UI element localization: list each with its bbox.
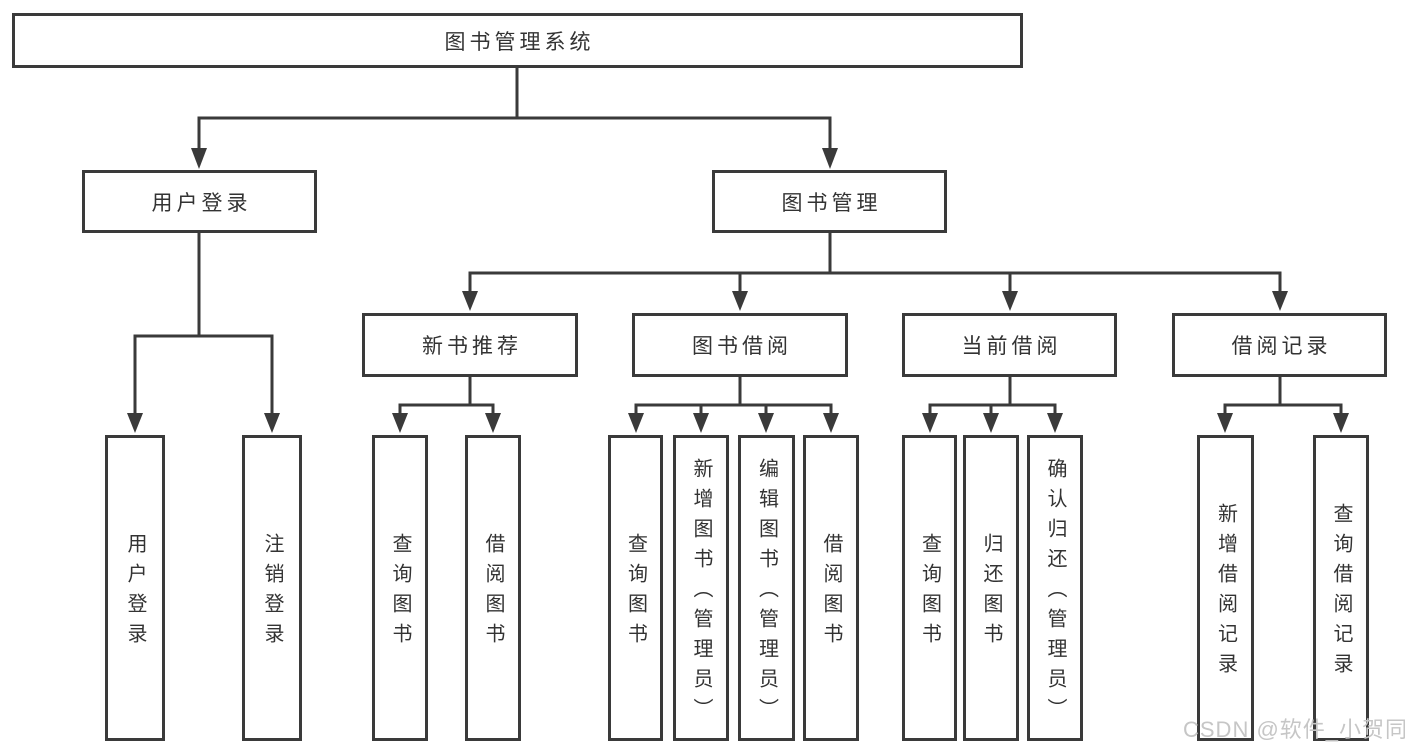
- node-book-borrowing: 图书借阅: [632, 313, 848, 377]
- node-current-borrowing: 当前借阅: [902, 313, 1117, 377]
- node-book-borrowing-label: 图书借阅: [692, 335, 792, 358]
- leaf-user-login: 用户登录: [105, 435, 165, 741]
- leaf-current-query-books-label: 查询图书: [918, 533, 941, 653]
- node-current-borrowing-label: 当前借阅: [961, 335, 1062, 358]
- leaf-records-add-record: 新增借阅记录: [1197, 435, 1254, 741]
- leaf-borrow-borrow-books-label: 借阅图书: [820, 533, 842, 653]
- leaf-borrow-add-books-admin: 新增图书（管理员）: [673, 435, 729, 741]
- leaf-borrow-borrow-books: 借阅图书: [803, 435, 859, 741]
- node-user-login: 用户登录: [82, 170, 317, 233]
- leaf-current-return-books-label: 归还图书: [980, 533, 1002, 653]
- node-borrowing-records: 借阅记录: [1172, 313, 1387, 377]
- node-library-system: 图书管理系统: [12, 13, 1023, 68]
- node-borrowing-records-label: 借阅记录: [1231, 335, 1332, 358]
- leaf-current-return-books: 归还图书: [963, 435, 1019, 741]
- leaf-newbook-query-books-label: 查询图书: [389, 533, 411, 653]
- leaf-records-add-record-label: 新增借阅记录: [1214, 503, 1237, 683]
- leaf-records-query-record: 查询借阅记录: [1313, 435, 1369, 741]
- leaf-borrow-add-books-admin-label: 新增图书（管理员）: [690, 458, 712, 728]
- leaf-newbook-borrow-books-label: 借阅图书: [482, 533, 504, 653]
- leaf-borrow-edit-books-admin: 编辑图书（管理员）: [738, 435, 795, 741]
- tree-edges: [133, 68, 1343, 415]
- leaf-logout: 注销登录: [242, 435, 302, 741]
- node-new-book-recommend: 新书推荐: [362, 313, 578, 377]
- leaf-newbook-query-books: 查询图书: [372, 435, 428, 741]
- watermark: CSDN @软件_小贺同学: [1183, 717, 1405, 742]
- node-user-login-label: 用户登录: [151, 191, 252, 215]
- leaf-borrow-edit-books-admin-label: 编辑图书（管理员）: [755, 458, 778, 728]
- node-book-management: 图书管理: [712, 170, 947, 233]
- node-new-book-recommend-label: 新书推荐: [422, 335, 522, 358]
- arrowheads: [127, 148, 1349, 433]
- node-book-management-label: 图书管理: [781, 191, 882, 215]
- leaf-current-confirm-return-admin-label: 确认归还（管理员）: [1044, 458, 1066, 728]
- leaf-borrow-query-books: 查询图书: [608, 435, 663, 741]
- leaf-logout-label: 注销登录: [261, 533, 283, 653]
- leaf-newbook-borrow-books: 借阅图书: [465, 435, 521, 741]
- leaf-current-query-books: 查询图书: [902, 435, 957, 741]
- leaf-user-login-label: 用户登录: [124, 533, 146, 653]
- node-library-system-label: 图书管理系统: [444, 30, 595, 54]
- leaf-borrow-query-books-label: 查询图书: [624, 533, 647, 653]
- leaf-records-query-record-label: 查询借阅记录: [1330, 503, 1352, 683]
- leaf-current-confirm-return-admin: 确认归还（管理员）: [1027, 435, 1083, 741]
